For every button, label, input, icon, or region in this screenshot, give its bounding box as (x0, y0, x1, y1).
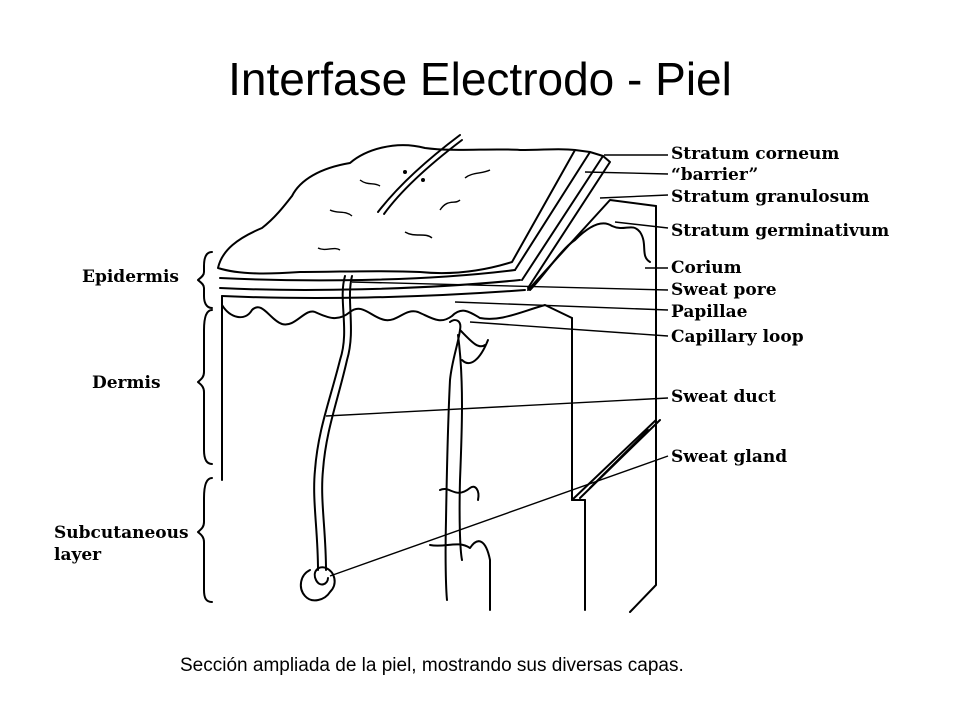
capillary-vessel (429, 319, 491, 611)
label-subcutaneous-1: Subcutaneous (54, 523, 189, 543)
label-stratum-granulosum: Stratum granulosum (671, 187, 870, 207)
label-capillary-loop: Capillary loop (671, 327, 804, 347)
label-subcutaneous-2: layer (54, 545, 102, 565)
label-barrier: “barrier” (671, 165, 758, 185)
label-stratum-corneum: Stratum corneum (671, 144, 839, 164)
label-stratum-germinativum: Stratum germinativum (671, 221, 889, 241)
sweat-duct (299, 275, 353, 602)
leader-lines (325, 154, 669, 577)
skin-block (217, 134, 661, 613)
label-dermis: Dermis (92, 373, 161, 393)
slide-caption: Sección ampliada de la piel, mostrando s… (180, 655, 684, 676)
label-sweat-pore: Sweat pore (671, 280, 777, 300)
label-sweat-duct: Sweat duct (671, 387, 776, 407)
slide-title: Interfase Electrodo - Piel (228, 53, 732, 105)
layer-brackets (197, 251, 213, 603)
label-epidermis: Epidermis (82, 267, 179, 287)
label-corium: Corium (671, 258, 742, 278)
label-sweat-gland: Sweat gland (671, 447, 787, 467)
label-papillae: Papillae (671, 302, 748, 322)
